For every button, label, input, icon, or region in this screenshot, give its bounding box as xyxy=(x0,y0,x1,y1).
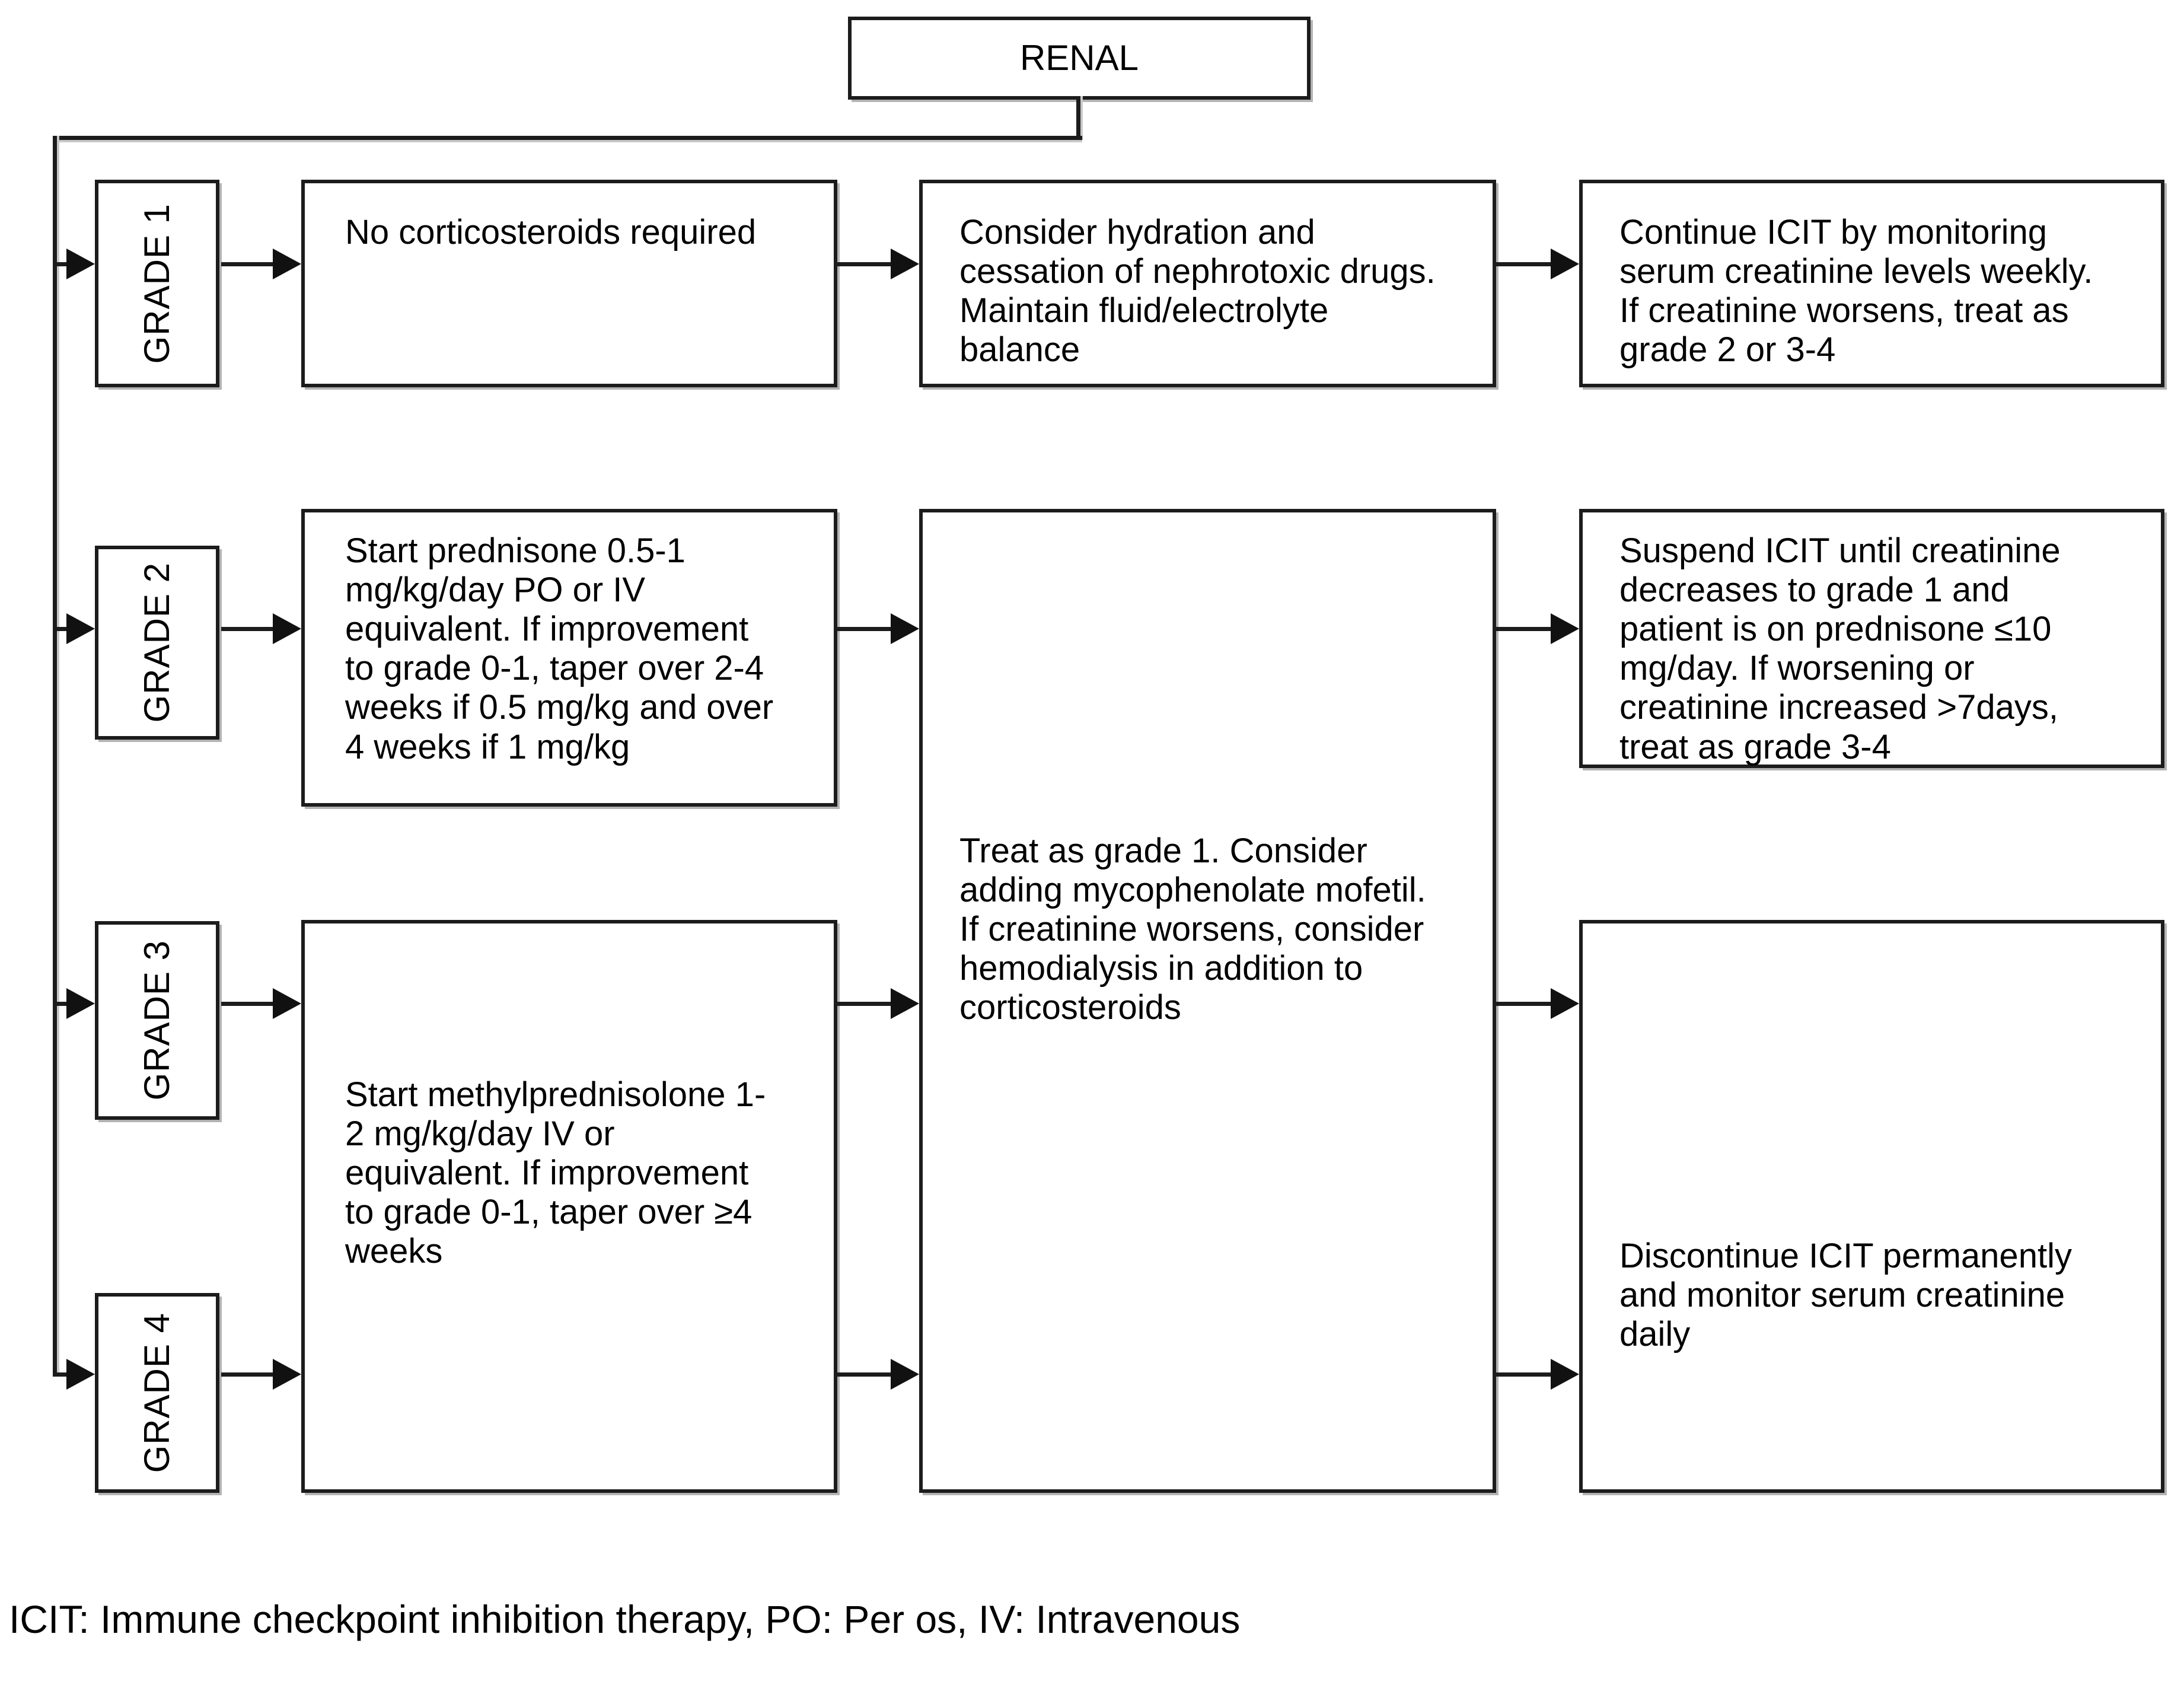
arrow-line-grade2-col2 xyxy=(221,627,276,631)
title-drop-line xyxy=(1076,96,1080,140)
arrow-line-trunk-grade2 xyxy=(55,627,70,631)
grade-4-label: GRADE 4 xyxy=(136,1313,177,1473)
no-corticosteroids-box: No corticosteroids required xyxy=(301,180,837,387)
top-connector-line xyxy=(53,136,1082,140)
trunk-line xyxy=(53,136,57,1377)
arrow-line-col2-col3-grade1 xyxy=(837,262,893,266)
arrow-line-col2-col3-grade4 xyxy=(837,1372,893,1377)
renal-title: RENAL xyxy=(1019,37,1139,78)
arrow-line-col2-col3-grade3 xyxy=(837,1002,893,1006)
arrow-line-trunk-grade4 xyxy=(55,1372,70,1377)
continue-icit-box: Continue ICIT by monitoring serum creati… xyxy=(1579,180,2164,387)
arrow-right-icon xyxy=(891,988,919,1019)
discontinue-icit-box: Discontinue ICIT permanently and monitor… xyxy=(1579,920,2164,1493)
methylprednisolone-box: Start methylprednisolone 1- 2 mg/kg/day … xyxy=(301,920,837,1493)
suspend-icit-box: Suspend ICIT until creatinine decreases … xyxy=(1579,509,2164,768)
arrow-line-col3-col4-grade4 xyxy=(1496,1372,1553,1377)
arrow-line-grade1-col2 xyxy=(221,262,276,266)
renal-title-box: RENAL xyxy=(848,17,1311,100)
arrow-line-grade3-col2 xyxy=(221,1002,276,1006)
arrow-right-icon xyxy=(1551,1359,1579,1390)
arrow-right-icon xyxy=(1551,988,1579,1019)
arrow-right-icon xyxy=(66,613,95,644)
arrow-right-icon xyxy=(1551,613,1579,644)
grade-1-box: GRADE 1 xyxy=(95,180,219,387)
arrow-line-trunk-grade1 xyxy=(55,262,70,266)
grade-4-box: GRADE 4 xyxy=(95,1293,219,1493)
prednisone-box: Start prednisone 0.5-1 mg/kg/day PO or I… xyxy=(301,509,837,807)
arrow-line-col2-col3-grade2 xyxy=(837,627,893,631)
arrow-right-icon xyxy=(273,1359,301,1390)
arrow-right-icon xyxy=(66,988,95,1019)
hydration-box: Consider hydration and cessation of neph… xyxy=(919,180,1496,387)
arrow-right-icon xyxy=(891,249,919,279)
arrow-right-icon xyxy=(273,249,301,279)
abbreviations-legend: ICIT: Immune checkpoint inhibition thera… xyxy=(9,1597,1241,1641)
arrow-right-icon xyxy=(1551,249,1579,279)
grade-2-label: GRADE 2 xyxy=(136,562,177,723)
arrow-right-icon xyxy=(273,613,301,644)
grade-3-label: GRADE 3 xyxy=(136,940,177,1101)
arrow-right-icon xyxy=(273,988,301,1019)
arrow-right-icon xyxy=(66,249,95,279)
arrow-line-col3-col4-grade2 xyxy=(1496,627,1553,631)
treat-as-grade1-box: Treat as grade 1. Consider adding mycoph… xyxy=(919,509,1496,1493)
arrow-right-icon xyxy=(891,613,919,644)
grade-1-label: GRADE 1 xyxy=(136,203,177,364)
arrow-line-grade4-col2 xyxy=(221,1372,276,1377)
arrow-line-col3-col4-grade1 xyxy=(1496,262,1553,266)
arrow-line-trunk-grade3 xyxy=(55,1002,70,1006)
arrow-right-icon xyxy=(66,1359,95,1390)
grade-3-box: GRADE 3 xyxy=(95,921,219,1120)
arrow-line-col3-col4-grade3 xyxy=(1496,1002,1553,1006)
grade-2-box: GRADE 2 xyxy=(95,546,219,740)
arrow-right-icon xyxy=(891,1359,919,1390)
